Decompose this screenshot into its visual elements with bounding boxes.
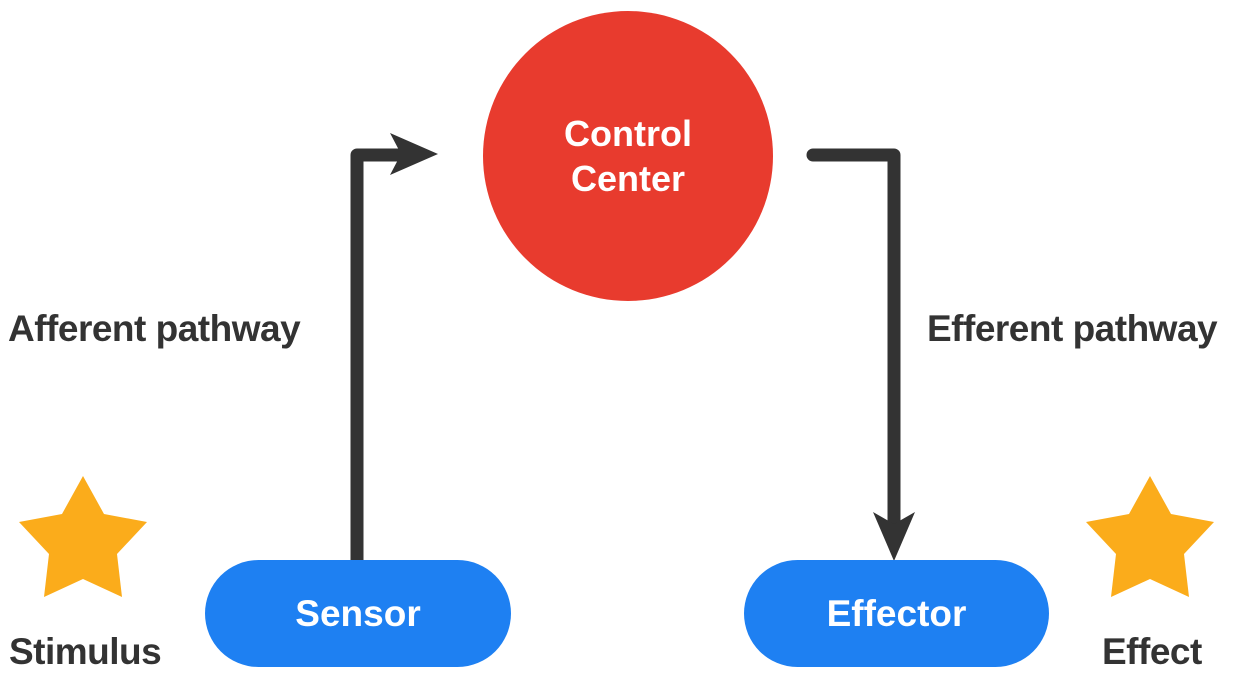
control-center-node: Control Center (483, 11, 773, 301)
effect-caption: Effect (1102, 631, 1202, 672)
control-center-label: Control Center (564, 113, 692, 199)
efferent-pathway-label: Efferent pathway (927, 308, 1218, 349)
effect-star-icon (1086, 476, 1214, 597)
stimulus-star-icon (19, 476, 147, 597)
afferent-arrow-line (350, 148, 412, 573)
afferent-arrowhead-icon (390, 133, 438, 175)
effector-label: Effector (826, 592, 967, 634)
efferent-arrow-line (806, 148, 901, 533)
effector-node: Effector (744, 560, 1049, 667)
afferent-pathway-label: Afferent pathway (8, 308, 301, 349)
sensor-label: Sensor (295, 592, 421, 634)
sensor-node: Sensor (205, 560, 511, 667)
efferent-arrowhead-icon (873, 512, 915, 561)
stimulus-caption: Stimulus (9, 631, 162, 672)
